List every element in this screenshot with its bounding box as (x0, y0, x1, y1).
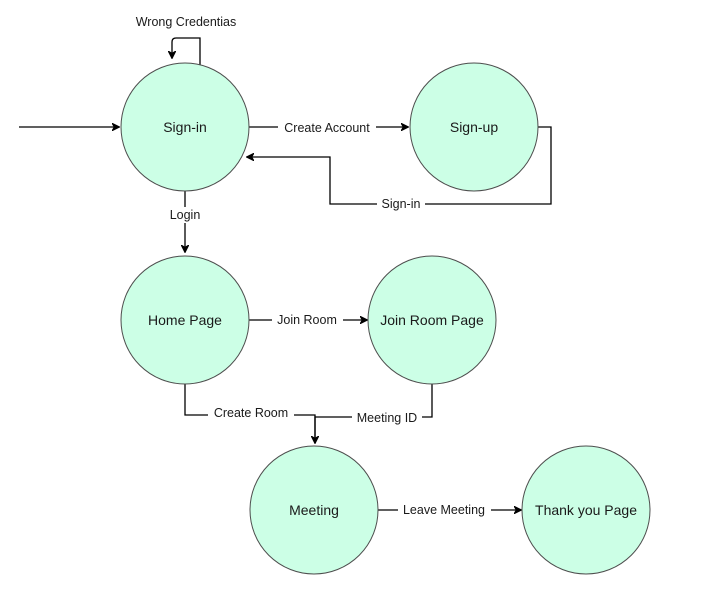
label-bg (166, 207, 204, 223)
label-signin-back: Sign-in (382, 197, 421, 211)
state-meeting: Meeting (249, 445, 379, 575)
label-login: Login (170, 208, 201, 222)
label-wrong-credentials: Wrong Credentias (136, 15, 237, 29)
label-bg (352, 410, 422, 426)
state-signin: Sign-in (120, 62, 250, 192)
state-meeting-label: Meeting (289, 502, 339, 518)
edge-signup-to-signin (247, 126, 552, 205)
state-home-page: Home Page (120, 255, 250, 385)
state-thank-you-page-label: Thank you Page (535, 502, 637, 518)
label-bg (278, 119, 376, 135)
state-thank-you-page: Thank you Page (521, 445, 651, 575)
label-create-account: Create Account (284, 121, 370, 135)
label-join-room: Join Room (277, 313, 337, 327)
state-signup-label: Sign-up (450, 119, 498, 135)
edge-wrong-credentials (172, 37, 201, 66)
state-join-room-page: Join Room Page (367, 255, 497, 385)
label-bg (208, 405, 294, 421)
label-bg (398, 502, 491, 518)
state-home-page-label: Home Page (148, 312, 222, 328)
state-signin-label: Sign-in (163, 119, 207, 135)
label-bg (272, 312, 343, 328)
label-bg (377, 196, 425, 212)
state-signup: Sign-up (409, 62, 539, 192)
label-meeting-id: Meeting ID (357, 411, 417, 425)
state-join-room-page-label: Join Room Page (380, 312, 484, 328)
label-leave-meeting: Leave Meeting (403, 503, 485, 517)
label-create-room: Create Room (214, 406, 288, 420)
